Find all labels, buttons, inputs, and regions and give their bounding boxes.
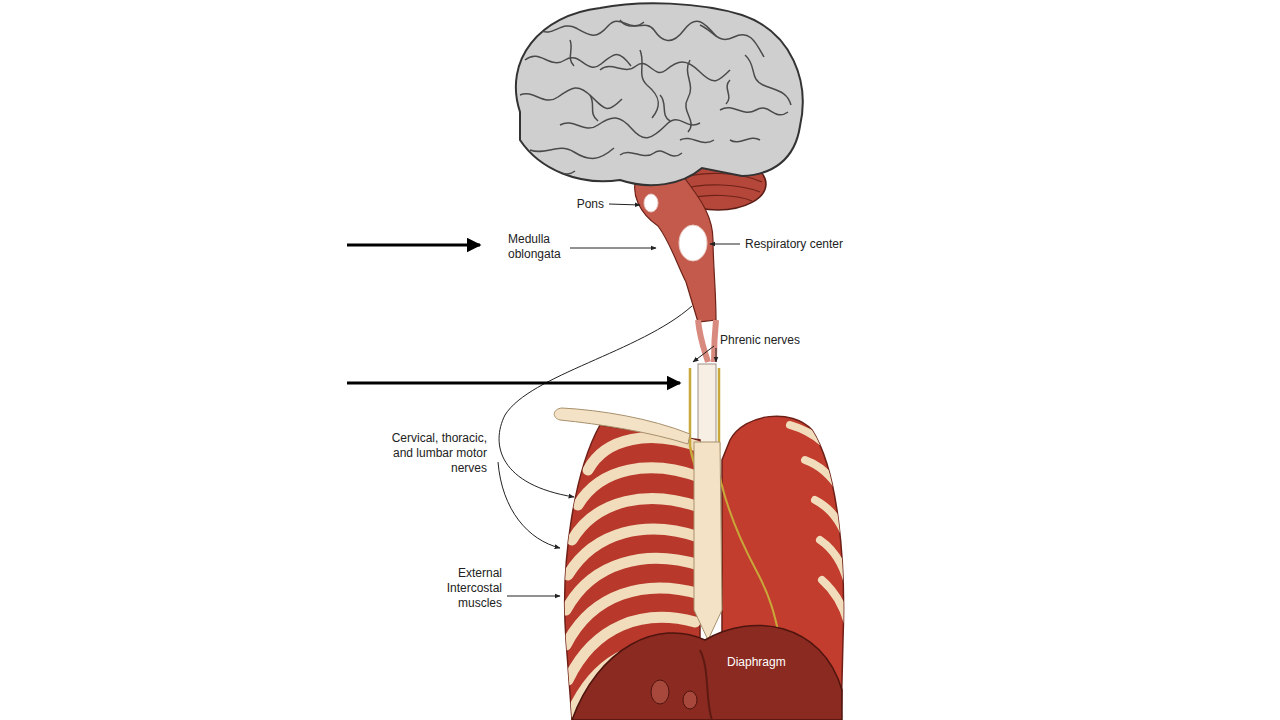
nerve-label: Cervical, thoracic, and lumbar motor ner… [375, 431, 487, 476]
structure-label: Medulla oblongata [508, 232, 566, 262]
gyrus [560, 118, 700, 138]
leader-line [498, 462, 560, 548]
gyrus [540, 21, 644, 35]
right-ribs [790, 425, 850, 632]
leader-line [499, 306, 692, 497]
leader-line [570, 248, 656, 249]
cerebrum [516, 3, 803, 185]
gyrus [600, 62, 730, 81]
structure-label: Pons [560, 197, 604, 212]
phrenic-nerve-on-lung [716, 456, 780, 640]
leader-line [693, 346, 714, 362]
brainstem [635, 172, 716, 322]
leader-line [710, 244, 740, 245]
rib [822, 580, 850, 632]
aorta-opening [651, 680, 669, 704]
leader-line [716, 348, 717, 362]
gyrus [620, 20, 716, 41]
gyrus [720, 108, 788, 115]
clavicle [554, 408, 690, 444]
pointer-arrow [347, 244, 480, 247]
leader-line [507, 596, 560, 597]
respiratory-center-spot [679, 225, 707, 261]
gyrus [745, 55, 791, 105]
cerebrum-shape [516, 3, 803, 185]
diaphragm-crus [700, 650, 712, 720]
diaphragm [572, 625, 842, 720]
pons-spot [644, 194, 658, 212]
leader-lines [498, 204, 740, 596]
rib [568, 529, 702, 575]
gyrus [640, 50, 658, 118]
rib [805, 460, 850, 510]
gyrus [530, 148, 614, 158]
muscle-label: Diaphragm [727, 655, 817, 670]
muscle-label: External Intercostal muscles [440, 566, 502, 611]
diaphragm-shape [572, 625, 842, 720]
gyrus [520, 88, 622, 109]
gyrus [700, 25, 764, 57]
rib [566, 558, 702, 610]
structure-label: Respiratory center [745, 237, 875, 252]
sternum [694, 442, 722, 640]
phrenic-nerve [718, 368, 721, 450]
gyrus [570, 40, 760, 142]
gyrus [525, 55, 631, 68]
leader-line [609, 204, 640, 205]
pointer-arrow [347, 382, 680, 385]
gyrus [545, 138, 714, 175]
gyrus [686, 60, 691, 132]
nerve-label: Phrenic nerves [720, 333, 830, 348]
gyrus [620, 151, 682, 156]
esophagus-opening [683, 691, 697, 709]
gyri [520, 20, 791, 175]
